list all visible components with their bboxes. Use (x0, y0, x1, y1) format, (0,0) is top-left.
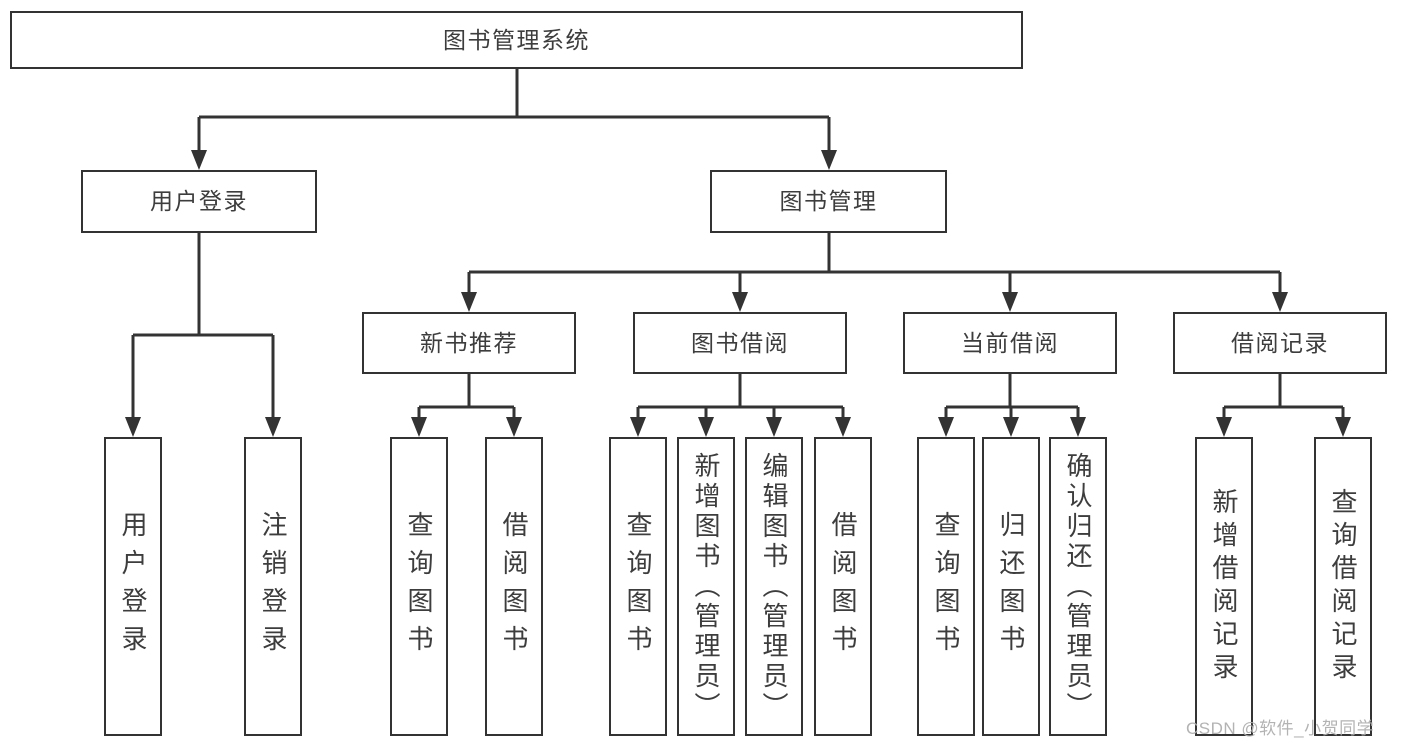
leaf-recommend-query-books: 查询图书 (390, 437, 448, 736)
arrowhead-return-book (1003, 417, 1019, 437)
leaf-recommend-borrow-books: 借阅图书 (485, 437, 543, 736)
leaf-current-query-books: 查询图书 (917, 437, 975, 736)
connector-records-to-leaves (1222, 374, 1345, 418)
node-user-login: 用户登录 (81, 170, 317, 233)
arrowhead-book-management (821, 150, 837, 170)
node-root: 图书管理系统 (10, 11, 1023, 69)
node-borrow-records: 借阅记录 (1173, 312, 1387, 374)
leaf-query-borrow-record: 查询借阅记录 (1314, 437, 1372, 736)
connector-current-to-leaves (944, 374, 1080, 418)
node-book-management-label: 图书管理 (779, 188, 878, 214)
leaf-confirm-return-admin: 确认归还（管理员） (1049, 437, 1107, 736)
node-new-book-recommend-label: 新书推荐 (420, 329, 518, 356)
arrowhead-new-book-recommend (461, 292, 477, 312)
arrowhead-add-book (698, 417, 714, 437)
leaf-borrow-books-label: 借阅图书 (828, 510, 858, 663)
leaf-logout-label: 注销登录 (258, 510, 288, 663)
leaf-return-book: 归还图书 (982, 437, 1040, 736)
leaf-logout: 注销登录 (244, 437, 302, 736)
arrowhead-recommend-query-books (411, 417, 427, 437)
arrowhead-edit-book (766, 417, 782, 437)
arrowhead-add-borrow-record (1216, 417, 1232, 437)
connector-recommend-to-leaves (417, 374, 516, 418)
arrowhead-current-borrow (1002, 292, 1018, 312)
leaf-user-login-label: 用户登录 (118, 510, 148, 663)
leaf-return-book-label: 归还图书 (996, 510, 1026, 663)
connector-login-to-leaves (131, 233, 275, 418)
leaf-add-borrow-record-label: 新增借阅记录 (1209, 487, 1239, 686)
leaf-query-borrow-record-label: 查询借阅记录 (1328, 487, 1358, 686)
connector-root-to-level2 (197, 69, 831, 152)
node-book-borrow: 图书借阅 (633, 312, 847, 374)
leaf-add-book-admin-label: 新增图书（管理员） (691, 451, 721, 722)
connector-borrow-to-leaves (636, 374, 845, 418)
node-book-borrow-label: 图书借阅 (691, 329, 789, 356)
leaf-user-login: 用户登录 (104, 437, 162, 736)
node-user-login-label: 用户登录 (150, 188, 248, 214)
watermark-text: CSDN @软件_小贺同学 (1186, 719, 1375, 738)
node-current-borrow-label: 当前借阅 (961, 329, 1059, 356)
arrowhead-borrow-records (1272, 292, 1288, 312)
arrowhead-leaf-logout (265, 417, 281, 437)
arrowhead-book-borrow (732, 292, 748, 312)
arrowhead-leaf-user-login (125, 417, 141, 437)
leaf-edit-book-admin-label: 编辑图书（管理员） (759, 451, 789, 722)
leaf-borrow-query-books: 查询图书 (609, 437, 667, 736)
node-new-book-recommend: 新书推荐 (362, 312, 576, 374)
arrowhead-query-borrow-record (1335, 417, 1351, 437)
arrowhead-borrow-query-books (630, 417, 646, 437)
leaf-recommend-borrow-books-label: 借阅图书 (499, 510, 529, 663)
leaf-add-borrow-record: 新增借阅记录 (1195, 437, 1253, 736)
leaf-current-query-books-label: 查询图书 (931, 510, 961, 663)
leaf-add-book-admin: 新增图书（管理员） (677, 437, 735, 736)
node-book-management: 图书管理 (710, 170, 947, 233)
arrowhead-confirm-return (1070, 417, 1086, 437)
node-current-borrow: 当前借阅 (903, 312, 1117, 374)
arrowhead-borrow-books (835, 417, 851, 437)
arrowhead-user-login (191, 150, 207, 170)
arrowhead-current-query-books (938, 417, 954, 437)
leaf-recommend-query-books-label: 查询图书 (404, 510, 434, 663)
leaf-edit-book-admin: 编辑图书（管理员） (745, 437, 803, 736)
node-borrow-records-label: 借阅记录 (1231, 329, 1329, 356)
arrowhead-recommend-borrow-books (506, 417, 522, 437)
connector-management-to-level3 (467, 233, 1282, 293)
leaf-confirm-return-admin-label: 确认归还（管理员） (1063, 451, 1093, 722)
leaf-borrow-query-books-label: 查询图书 (623, 510, 653, 663)
leaf-borrow-books: 借阅图书 (814, 437, 872, 736)
node-root-label: 图书管理系统 (443, 26, 590, 53)
